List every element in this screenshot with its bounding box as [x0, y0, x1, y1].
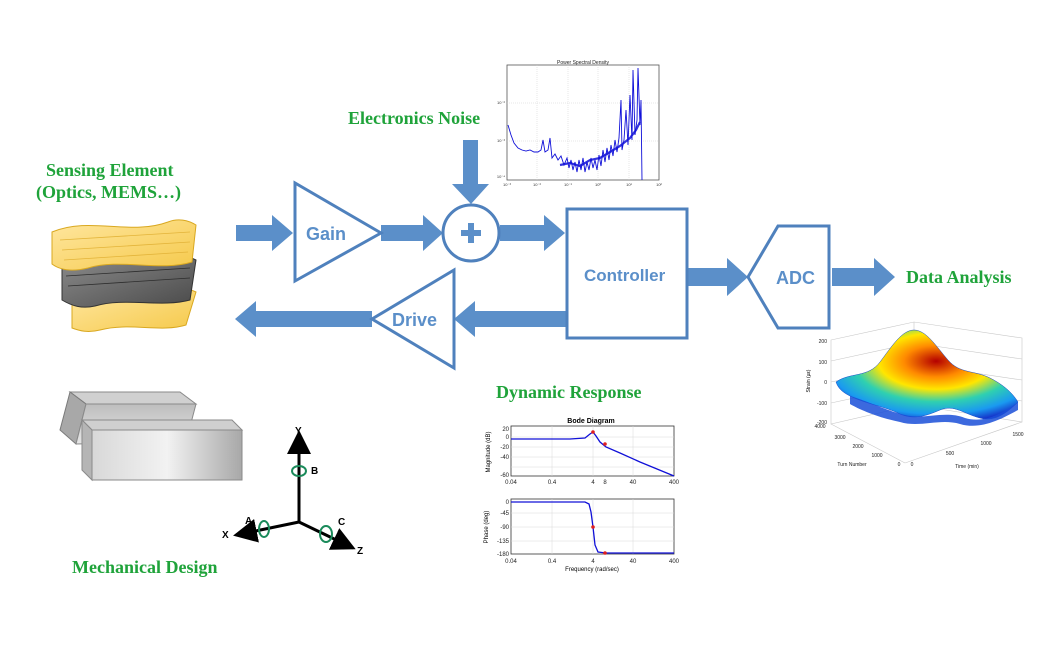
surface-zlabel: Strain (µε) — [806, 369, 812, 392]
surface-xtick-0: 0 — [911, 462, 914, 468]
surface-ylabel: Turn Number — [837, 462, 867, 468]
sensing-element-subtitle: (Optics, MEMS…) — [36, 182, 181, 202]
axis-c-label: C — [338, 517, 345, 528]
bode-mag-xtick-3: 8 — [603, 480, 607, 486]
data-analysis-label: Data Analysis — [906, 267, 1012, 287]
arrow-sum-to-controller — [500, 215, 565, 251]
surface-ytick-1: 3000 — [834, 435, 845, 441]
bode-phase-xtick-1: 0.4 — [548, 559, 557, 565]
bode-phase-ytick-3: -135 — [497, 539, 510, 545]
axis-a-label: A — [245, 516, 252, 527]
surface-xtick-1: 500 — [946, 451, 955, 457]
bode-mag-xtick-5: 400 — [669, 480, 680, 486]
axis-x-label: X — [222, 530, 229, 541]
bode-phase-ytick-2: -90 — [500, 525, 509, 531]
axis-y-label: Y — [295, 426, 302, 437]
bode-mag-ylabel: Magnitude (dB) — [486, 431, 492, 472]
psd-plot: Power Spectral Density 10⁻³ 10⁻² 10⁻¹ 10… — [496, 60, 664, 190]
surface-ztick-0: 200 — [819, 339, 828, 345]
bode-phase-xtick-3: 40 — [630, 559, 637, 565]
axis-z-label: Z — [357, 546, 363, 557]
bode-phase-ylabel: Phase (deg) — [484, 511, 490, 544]
surface-xtick-2: 1000 — [980, 441, 991, 447]
bode-mag-ytick-1: 0 — [506, 435, 510, 441]
electronics-noise-label: Electronics Noise — [348, 108, 481, 128]
bode-phase-xtick-0: 0.04 — [505, 559, 517, 565]
bode-phase-xtick-4: 400 — [669, 559, 680, 565]
bode-xlabel: Frequency (rad/sec) — [565, 567, 619, 573]
gain-block — [293, 180, 385, 284]
sum-plus-sign — [461, 223, 481, 243]
bode-diagram: Bode Diagram Magnitude (dB) 20 0 -20 -40… — [484, 418, 680, 573]
psd-xtick-5: 10² — [656, 182, 662, 187]
psd-xtick-4: 10¹ — [626, 182, 632, 187]
bode-mag-ytick-0: 20 — [502, 427, 509, 433]
psd-ytick-1: 10⁻³ — [497, 138, 506, 143]
psd-ytick-0: 10⁻² — [497, 100, 506, 105]
psd-xtick-3: 10⁰ — [595, 182, 601, 187]
controller-label: Controller — [584, 266, 666, 285]
bode-magnitude-trace — [511, 431, 675, 477]
arrow-noise-to-sum — [452, 140, 489, 204]
bode-phase-ytick-4: -180 — [497, 552, 510, 558]
bode-mag-ytick-2: -20 — [500, 445, 509, 451]
surface-ytick-4: 0 — [898, 462, 901, 468]
bode-phase-ytick-1: -45 — [500, 511, 509, 517]
drive-block — [369, 267, 456, 371]
adc-label: ADC — [776, 268, 815, 288]
arrow-adc-to-analysis — [832, 258, 895, 296]
arrow-drive-to-sensing — [235, 301, 372, 337]
bode-title: Bode Diagram — [567, 418, 614, 425]
bode-phase-xtick-2: 4 — [591, 559, 595, 565]
rotation-axes-icon: Y X Z A B C — [222, 426, 363, 557]
surface-ytick-0: 4000 — [814, 424, 825, 430]
surface-ytick-2: 2000 — [852, 444, 863, 450]
bode-mag-xtick-2: 4 — [591, 480, 595, 486]
surface-ztick-4: -200 — [817, 420, 827, 426]
bode-mag-xtick-1: 0.4 — [548, 480, 557, 486]
adc-block — [746, 224, 831, 330]
psd-xtick-0: 10⁻³ — [503, 182, 512, 187]
metal-box-illustration — [59, 391, 244, 482]
psd-title: Power Spectral Density — [557, 60, 609, 66]
psd-xtick-2: 10⁻¹ — [564, 182, 573, 187]
psd-xtick-1: 10⁻² — [533, 182, 542, 187]
arrow-controller-to-drive — [454, 301, 567, 337]
drive-label: Drive — [392, 310, 438, 330]
surface-ztick-1: 100 — [819, 360, 828, 366]
surface-xlabel: Time (min) — [955, 464, 979, 470]
psd-ytick-2: 10⁻⁴ — [497, 174, 506, 179]
bode-mag-xtick-4: 40 — [630, 480, 637, 486]
gain-label: Gain — [306, 224, 347, 244]
dynamic-response-label: Dynamic Response — [496, 382, 642, 402]
mechanical-design-label: Mechanical Design — [72, 557, 218, 577]
arrow-controller-to-adc — [687, 258, 748, 296]
bode-mag-xtick-0: 0.04 — [505, 480, 517, 486]
surface-ztick-3: -100 — [817, 401, 827, 407]
surface-ytick-3: 1000 — [871, 453, 882, 459]
sensing-element-title: Sensing Element — [46, 160, 174, 180]
surface-xtick-3: 1500 — [1012, 432, 1023, 438]
surface-ztick-2: 0 — [824, 380, 827, 386]
bode-phase-ytick-0: 0 — [506, 500, 510, 506]
sensing-element-illustration — [51, 219, 197, 332]
arrow-gain-to-sum — [381, 215, 443, 251]
psd-trace — [507, 67, 643, 181]
bode-mag-ytick-4: -60 — [500, 473, 509, 479]
surface-plot: Strain (µε) 200 100 0 -100 -200 4000 300… — [806, 321, 1024, 470]
bode-mag-ytick-3: -40 — [500, 455, 509, 461]
controller-block — [565, 207, 689, 340]
axis-b-label: B — [311, 466, 318, 477]
arrow-sensing-to-gain — [236, 215, 293, 251]
